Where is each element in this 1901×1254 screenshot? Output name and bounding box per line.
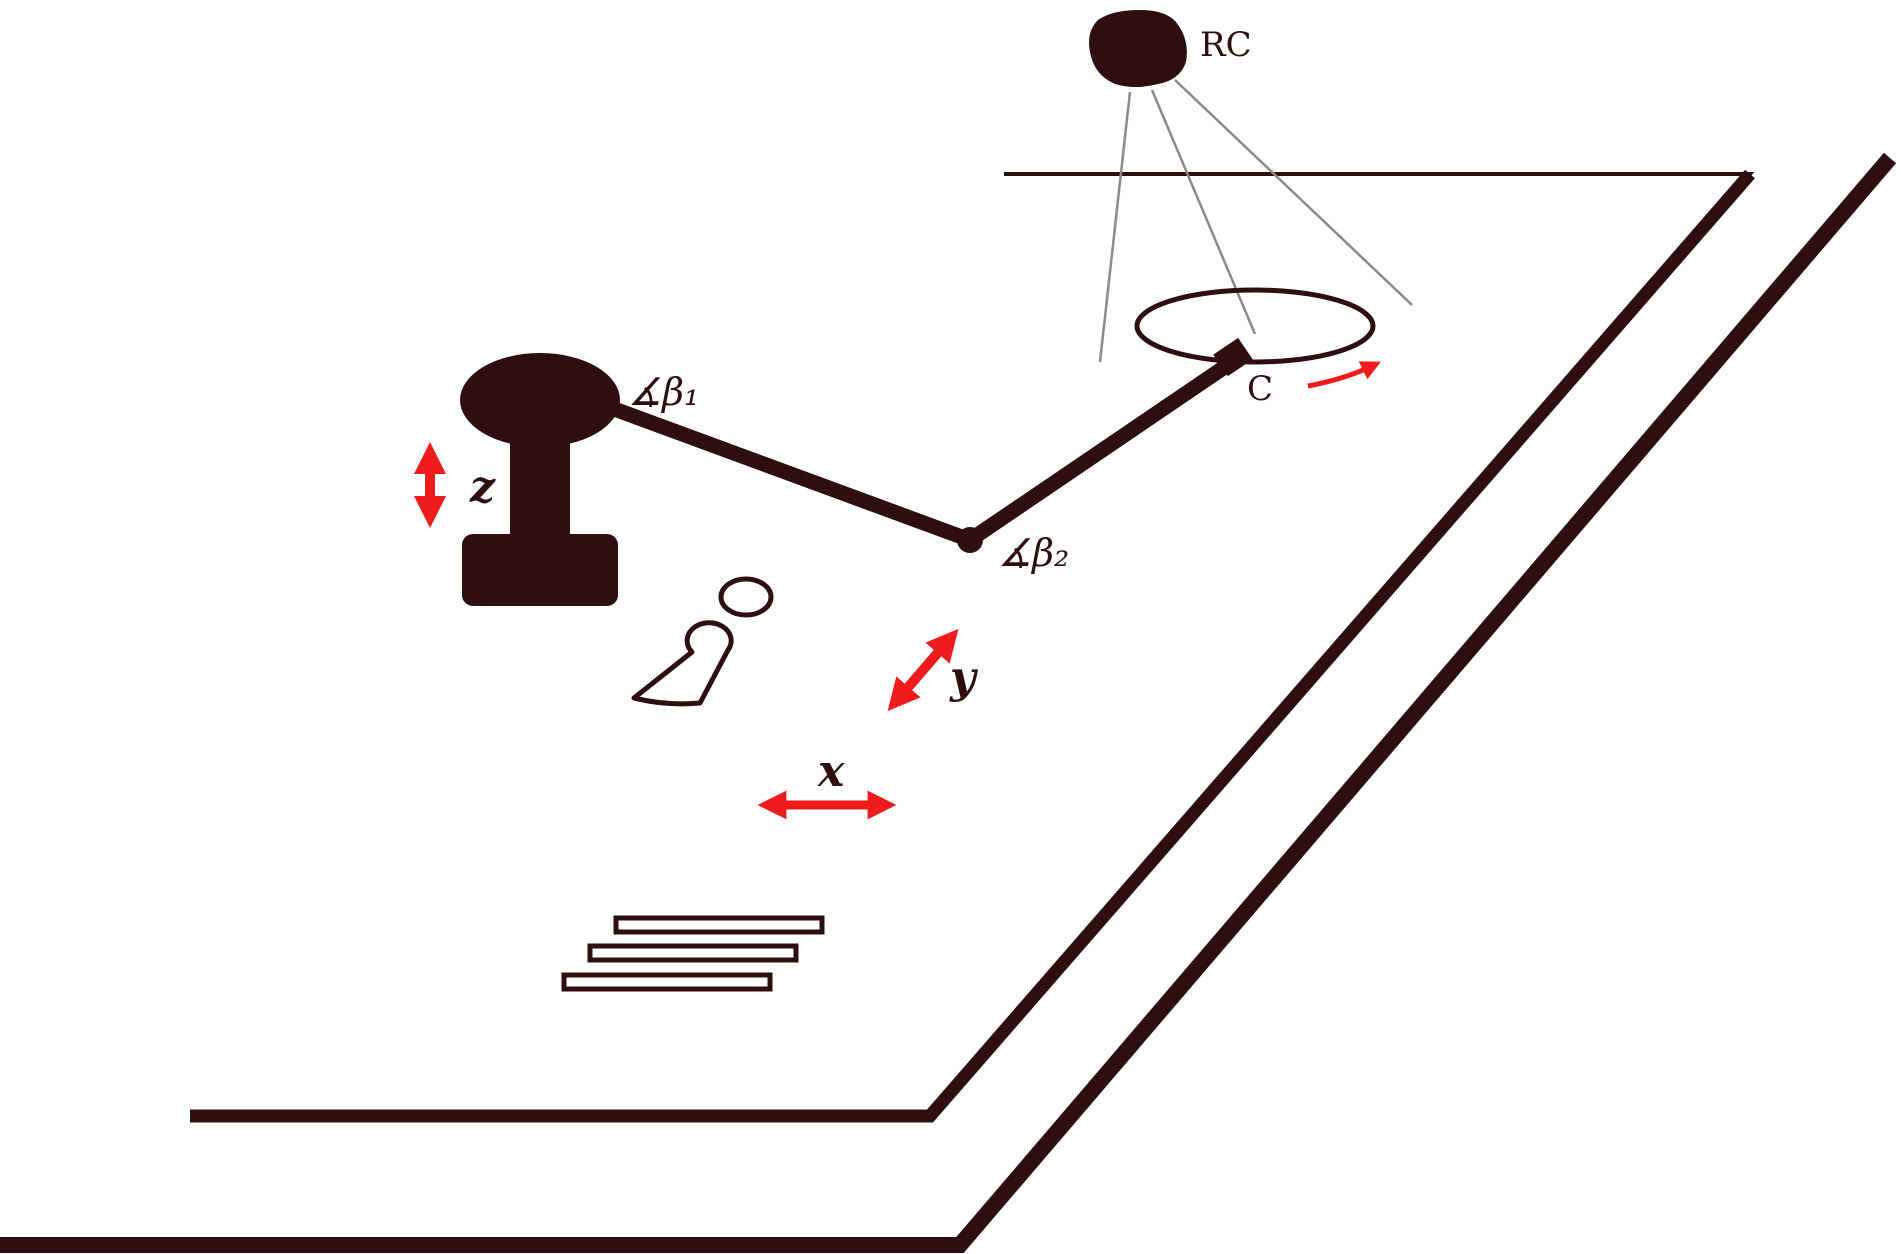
part-keyhole [631,620,734,707]
work-table [190,169,1755,1123]
target-ring [1134,287,1376,365]
rotation-arrow-icon [1307,361,1382,389]
robot-base-icon [460,353,620,606]
end-effector [1213,337,1253,377]
y-axis-arrow-icon [887,628,959,712]
part-bars [561,915,825,992]
angle-label-joint-2: ∡β₂ [998,531,1069,575]
part-round-washer [718,576,774,618]
z-axis-label: z [469,462,496,513]
angle-label-joint-1: ∡β₁ [628,370,699,414]
elbow-joint [957,527,983,553]
tool-point-label: C [1247,369,1273,409]
camera-label: RC [1200,25,1252,65]
conveyor-frame [0,152,1897,1253]
camera-field-of-view [1098,79,1413,363]
y-axis-label: y [949,652,979,703]
robot-arm [582,337,1253,553]
camera-icon [1089,10,1187,87]
x-axis-label: x [817,746,845,797]
